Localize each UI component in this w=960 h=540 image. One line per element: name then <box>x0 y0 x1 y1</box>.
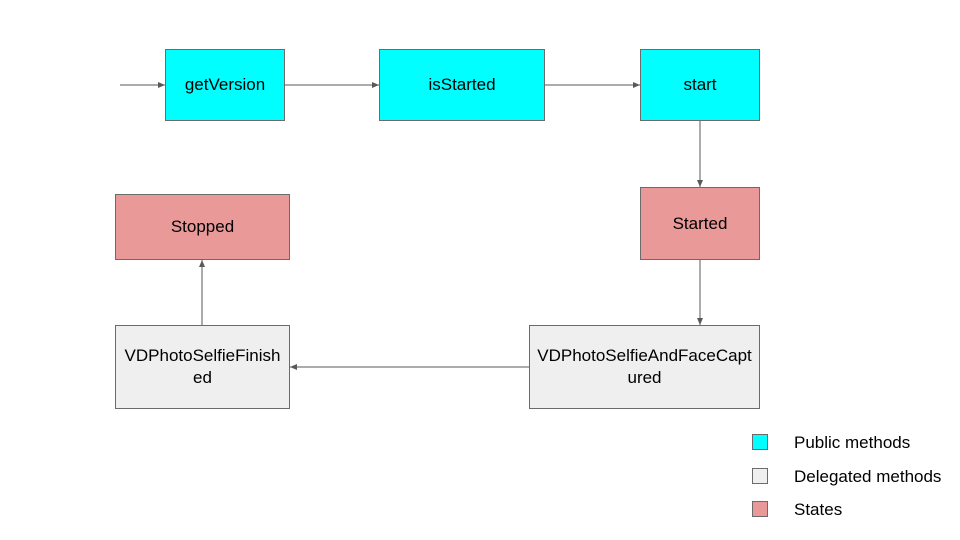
node-getversion-label: getVersion <box>184 75 266 94</box>
node-isstarted-label: isStarted <box>428 75 496 94</box>
legend-swatch-states <box>752 501 768 517</box>
node-isstarted: isStarted <box>379 49 545 121</box>
legend-label-delegated-methods: Delegated methods <box>794 467 942 486</box>
node-start-label: start <box>683 75 717 94</box>
node-selfie-and-face-captured-label: VDPhotoSelfieAndFaceCaptured <box>537 346 752 387</box>
legend-label-states: States <box>794 500 843 519</box>
node-stopped-label: Stopped <box>170 217 235 236</box>
node-started: Started <box>640 187 760 260</box>
node-start: start <box>640 49 760 121</box>
legend-swatch-public-methods <box>752 434 768 450</box>
node-selfie-finished-label: VDPhotoSelfieFinished <box>124 346 281 387</box>
node-getversion: getVersion <box>165 49 285 121</box>
node-stopped: Stopped <box>115 194 290 260</box>
node-selfie-finished: VDPhotoSelfieFinished <box>115 325 290 409</box>
legend-label-public-methods: Public methods <box>794 433 911 452</box>
node-selfie-and-face-captured: VDPhotoSelfieAndFaceCaptured <box>529 325 760 409</box>
legend-swatch-delegated-methods <box>752 468 768 484</box>
node-started-label: Started <box>672 213 728 233</box>
